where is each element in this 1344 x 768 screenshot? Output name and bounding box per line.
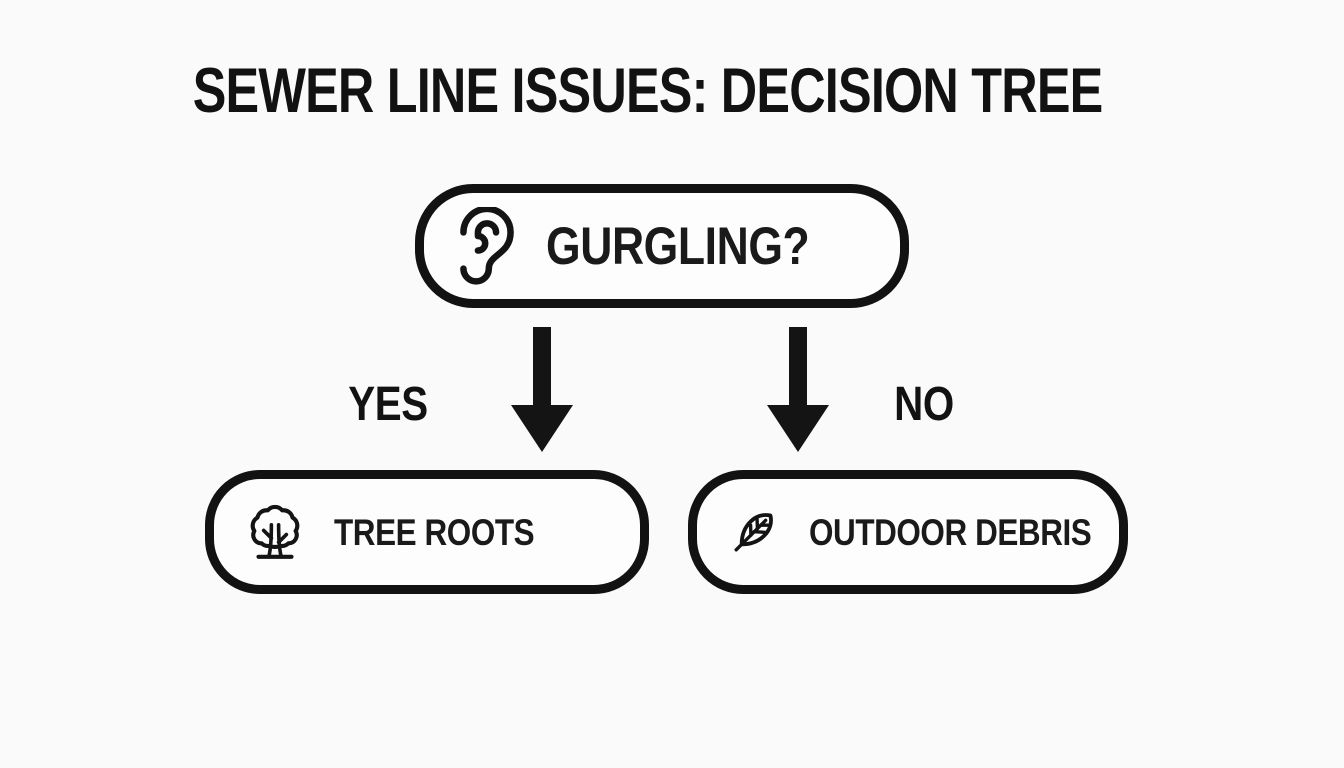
outcome-node-label: OUTDOOR DEBRIS	[809, 511, 1092, 553]
outcome-node-tree-roots: TREE ROOTS	[205, 470, 649, 594]
outcome-node-outdoor-debris: OUTDOOR DEBRIS	[688, 470, 1128, 594]
decision-node-gurgling: GURGLING?	[415, 184, 909, 308]
outcome-node-label: TREE ROOTS	[334, 511, 535, 553]
down-arrow-no-icon	[767, 327, 829, 452]
page-title: SEWER LINE ISSUES: DECISION TREE	[193, 56, 1104, 126]
no-edge-label: NO	[894, 378, 954, 431]
down-arrow-yes-icon	[511, 327, 573, 452]
yes-edge-label: YES	[348, 378, 428, 431]
title-row: SEWER LINE ISSUES: DECISION TREE	[0, 60, 1344, 123]
decision-node-label: GURGLING?	[546, 216, 810, 276]
leaf-icon	[723, 498, 785, 566]
tree-icon	[242, 497, 308, 567]
ear-icon	[458, 207, 516, 285]
